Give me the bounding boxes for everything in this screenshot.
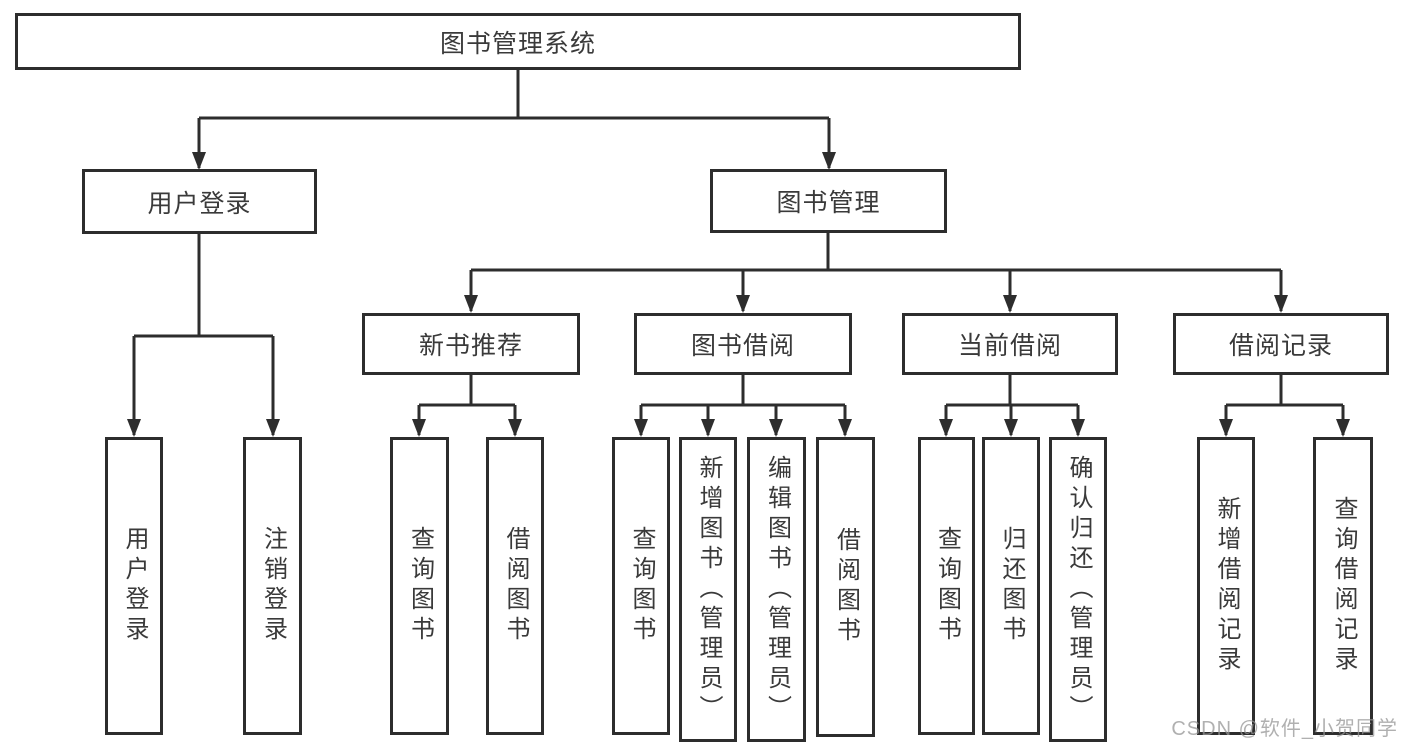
connector-paths <box>132 69 1345 435</box>
node-book-management-label: 图书管理 <box>776 189 881 217</box>
leaf-logout-login-label: 注销登录 <box>259 526 287 646</box>
leaf-query-books-recommend: 查询图书 <box>390 437 449 735</box>
node-user-login-label: 用户登录 <box>147 189 252 218</box>
leaf-confirm-return-admin-label: 确认归还（管理员） <box>1065 454 1092 725</box>
node-book-management: 图书管理 <box>710 169 947 233</box>
node-library-system: 图书管理系统 <box>15 13 1021 70</box>
node-book-borrowing-label: 图书借阅 <box>690 332 795 360</box>
leaf-add-borrow-record-label: 新增借阅记录 <box>1213 496 1240 676</box>
leaf-query-borrow-record: 查询借阅记录 <box>1313 437 1373 735</box>
leaf-add-books-admin: 新增图书（管理员） <box>679 437 737 742</box>
leaf-logout-login: 注销登录 <box>243 437 302 735</box>
leaf-user-login-label: 用户登录 <box>121 526 148 646</box>
node-new-book-recommend: 新书推荐 <box>362 313 580 375</box>
leaf-add-borrow-record: 新增借阅记录 <box>1197 437 1255 735</box>
node-book-borrowing: 图书借阅 <box>634 313 852 375</box>
leaf-add-books-admin-label: 新增图书（管理员） <box>695 454 722 725</box>
leaf-borrow-books-borrowing: 借阅图书 <box>816 437 875 737</box>
node-user-login: 用户登录 <box>82 169 317 234</box>
leaf-query-books-recommend-label: 查询图书 <box>406 526 434 646</box>
leaf-query-books-current-label: 查询图书 <box>933 526 961 646</box>
leaf-confirm-return-admin: 确认归还（管理员） <box>1049 437 1107 742</box>
leaf-borrow-books-recommend-label: 借阅图书 <box>502 526 529 646</box>
leaf-query-books-borrowing-label: 查询图书 <box>628 526 655 646</box>
node-borrow-records-label: 借阅记录 <box>1228 332 1333 360</box>
node-current-borrowing: 当前借阅 <box>902 313 1118 375</box>
node-current-borrowing-label: 当前借阅 <box>957 332 1062 360</box>
leaf-return-books: 归还图书 <box>982 437 1040 735</box>
watermark: CSDN @软件_小贺同学 <box>1171 718 1398 740</box>
leaf-edit-books-admin-label: 编辑图书（管理员） <box>763 454 791 725</box>
leaf-user-login: 用户登录 <box>105 437 163 735</box>
node-borrow-records: 借阅记录 <box>1173 313 1389 375</box>
leaf-borrow-books-recommend: 借阅图书 <box>486 437 544 735</box>
leaf-query-books-current: 查询图书 <box>918 437 975 735</box>
leaf-borrow-books-borrowing-label: 借阅图书 <box>832 527 860 647</box>
leaf-edit-books-admin: 编辑图书（管理员） <box>747 437 806 742</box>
leaf-query-books-borrowing: 查询图书 <box>612 437 670 735</box>
arrowhead-icons <box>127 152 1350 437</box>
leaf-query-borrow-record-label: 查询借阅记录 <box>1330 496 1357 676</box>
node-library-system-label: 图书管理系统 <box>439 29 596 58</box>
node-new-book-recommend-label: 新书推荐 <box>418 332 523 360</box>
leaf-return-books-label: 归还图书 <box>998 526 1025 646</box>
